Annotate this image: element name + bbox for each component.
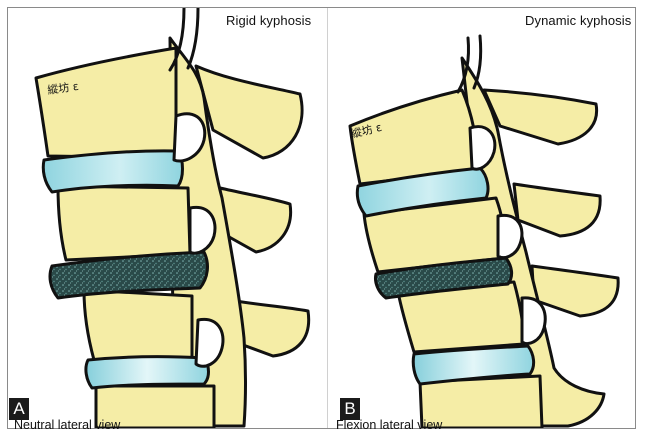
panel-b-illustration: 縱坊 ε xyxy=(328,8,635,428)
panel-b-title: Dynamic kyphosis xyxy=(525,13,631,28)
panel-a-letter-badge: A xyxy=(9,398,29,420)
vertebra-upper-body xyxy=(36,48,176,158)
panel-b-caption: Flexion lateral view xyxy=(336,418,442,432)
disc-healthy-lower xyxy=(86,357,209,388)
vertebra-lower-body xyxy=(84,290,192,360)
spinous-process-middle xyxy=(514,184,600,236)
panel-a-illustration: 縱坊 ε xyxy=(8,8,327,428)
vertebra-middle-body xyxy=(58,186,190,260)
spinous-process-lower xyxy=(532,266,618,316)
spinous-process-upper xyxy=(484,90,597,144)
disc-healthy-upper xyxy=(43,151,182,192)
panel-a-title: Rigid kyphosis xyxy=(226,13,311,28)
panel-b-letter-badge: B xyxy=(340,398,360,420)
panel-a-caption: Neutral lateral view xyxy=(14,418,120,432)
